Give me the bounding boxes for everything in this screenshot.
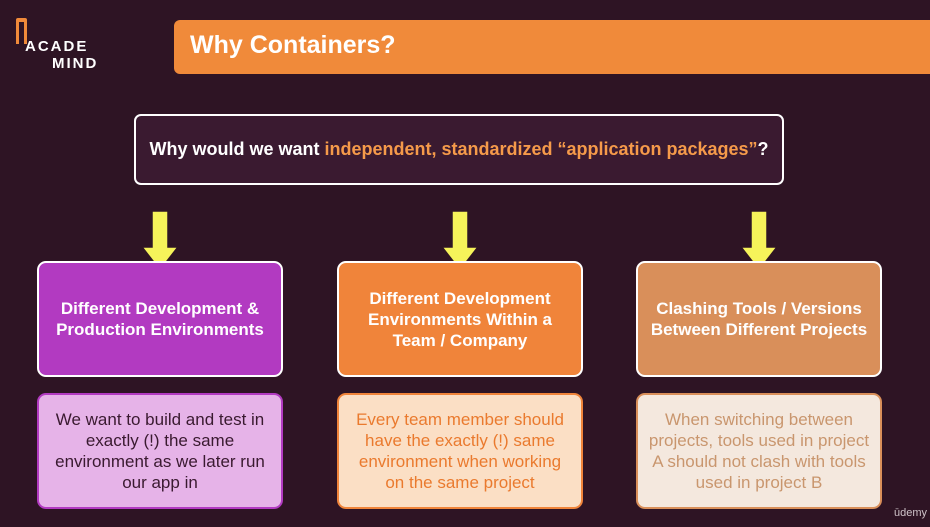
heading-text: Different Development & Production Envir… xyxy=(56,299,264,339)
question-text: Why would we want independent, standardi… xyxy=(149,139,768,160)
description-box-team-envs: Every team member should have the exactl… xyxy=(337,393,583,509)
heading-box-clashing-tools: Clashing Tools / Versions Between Differ… xyxy=(636,261,882,377)
heading-text: Different Development Environments Withi… xyxy=(367,288,553,350)
down-arrow-icon xyxy=(141,210,179,272)
question-prefix: Why would we want xyxy=(149,139,325,159)
down-arrow-icon xyxy=(441,210,479,272)
heading-box-dev-prod: Different Development & Production Envir… xyxy=(37,261,283,377)
question-box: Why would we want independent, standardi… xyxy=(134,114,784,185)
udemy-watermark: ūdemy xyxy=(894,507,928,519)
title-banner: Why Containers? xyxy=(174,20,930,74)
logo-text-line1: ACADE xyxy=(25,38,89,55)
description-text: We want to build and test in exactly (!)… xyxy=(55,410,265,492)
heading-text: Clashing Tools / Versions Between Differ… xyxy=(650,299,868,339)
slide-title: Why Containers? xyxy=(190,31,396,59)
logo-mark-icon xyxy=(16,18,27,44)
heading-box-team-envs: Different Development Environments Withi… xyxy=(337,261,583,377)
down-arrow-icon xyxy=(740,210,778,272)
description-text: Every team member should have the exactl… xyxy=(356,410,564,492)
description-text: When switching between projects, tools u… xyxy=(648,410,870,492)
logo-text-line2: MIND xyxy=(52,55,99,72)
academind-logo: ACADE MIND xyxy=(14,16,114,76)
question-highlight: independent, standardized “application p… xyxy=(324,139,758,159)
question-suffix: ? xyxy=(757,139,769,159)
description-box-clashing-tools: When switching between projects, tools u… xyxy=(636,393,882,509)
description-box-dev-prod: We want to build and test in exactly (!)… xyxy=(37,393,283,509)
